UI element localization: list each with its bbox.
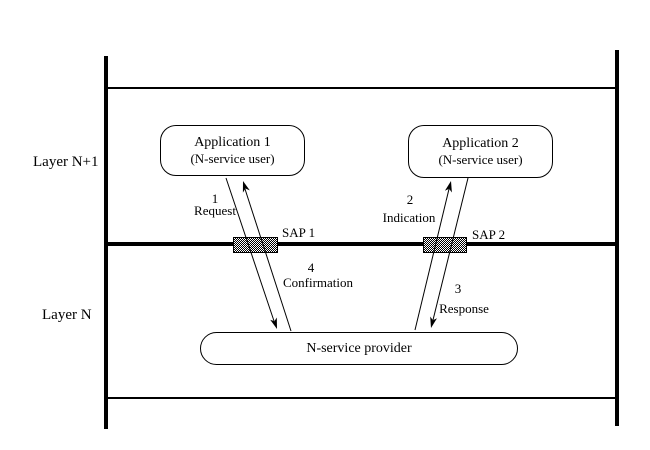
sap-2-label: SAP 2: [472, 227, 506, 242]
application-2-subtitle: (N-service user): [438, 152, 523, 167]
top-horizontal-line: [106, 87, 617, 89]
application-1-box: Application 1 (N-service user): [160, 125, 305, 176]
sap-1-box: [233, 237, 278, 253]
application-1-subtitle: (N-service user): [190, 151, 275, 166]
layer-boundary-line: [106, 242, 617, 246]
indication-number-label: 2: [406, 192, 414, 207]
confirmation-number-label: 4: [307, 260, 315, 275]
n-service-provider-box: N-service provider: [200, 332, 518, 365]
application-2-box: Application 2 (N-service user): [408, 125, 553, 178]
bottom-horizontal-line: [106, 397, 617, 399]
indication-label: Indication: [382, 210, 436, 225]
request-label: Request: [194, 203, 236, 218]
right-boundary-line: [615, 50, 619, 426]
confirmation-label: Confirmation: [282, 275, 354, 290]
application-2-title: Application 2: [442, 136, 519, 151]
sap-2-box: [423, 237, 467, 253]
layer-n-plus-1-label: Layer N+1: [33, 154, 99, 170]
sap-1-label: SAP 1: [282, 225, 316, 240]
confirmation-arrowhead-icon: [242, 181, 250, 193]
indication-arrowhead-icon: [444, 181, 452, 193]
response-label: Response: [439, 301, 489, 316]
confirmation-arrow-line: [244, 188, 292, 332]
request-number-label: 1: [211, 191, 219, 206]
response-arrowhead-icon: [430, 316, 437, 328]
layer-n-label: Layer N: [42, 307, 92, 323]
application-1-title: Application 1: [194, 135, 271, 150]
request-arrowhead-icon: [270, 317, 277, 329]
n-service-provider-title: N-service provider: [306, 341, 412, 356]
response-number-label: 3: [454, 281, 462, 296]
